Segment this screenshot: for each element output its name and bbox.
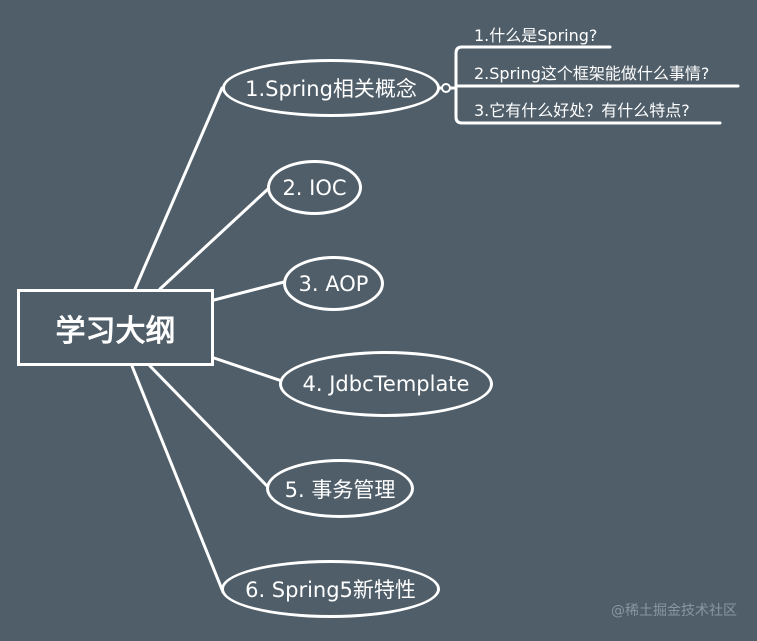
branch-label: 6. Spring5新特性 xyxy=(245,578,416,602)
branch-label: 4. JdbcTemplate xyxy=(302,372,470,396)
watermark: @稀土掘金技术社区 xyxy=(611,603,737,619)
connector-branch-3 xyxy=(212,280,286,302)
connector-branch-2 xyxy=(158,187,270,291)
branch-label: 3. AOP xyxy=(298,271,369,296)
branch-label: 5. 事务管理 xyxy=(284,477,396,502)
root-topic-label: 学习大纲 xyxy=(55,313,176,349)
branch-junction-dot xyxy=(441,83,451,93)
root-topic[interactable]: 学习大纲 xyxy=(17,289,214,366)
sub-branch-benefits-features[interactable]: 3.它有什么好处？有什么特点? xyxy=(474,101,690,120)
branch-jdbctemplate[interactable]: 4. JdbcTemplate xyxy=(279,351,493,417)
branch-aop[interactable]: 3. AOP xyxy=(283,256,384,311)
connector-branch-5 xyxy=(148,364,270,489)
sub-branch-what-is-spring[interactable]: 1.什么是Spring? xyxy=(474,26,598,45)
branch-transaction-management[interactable]: 5. 事务管理 xyxy=(266,459,414,518)
connector-sub-2 xyxy=(444,84,740,90)
connector-branch-1 xyxy=(133,86,224,291)
connector-branch-4 xyxy=(212,356,284,383)
branch-spring5-features[interactable]: 6. Spring5新特性 xyxy=(221,560,440,618)
branch-label: 2. IOC xyxy=(282,175,347,200)
connector-branch-6 xyxy=(130,364,225,594)
branch-spring-concepts[interactable]: 1.Spring相关概念 xyxy=(222,59,440,117)
sub-branch-what-can-spring-do[interactable]: 2.Spring这个框架能做什么事情? xyxy=(474,64,710,83)
branch-ioc[interactable]: 2. IOC xyxy=(267,160,362,215)
branch-label: 1.Spring相关概念 xyxy=(245,77,417,101)
